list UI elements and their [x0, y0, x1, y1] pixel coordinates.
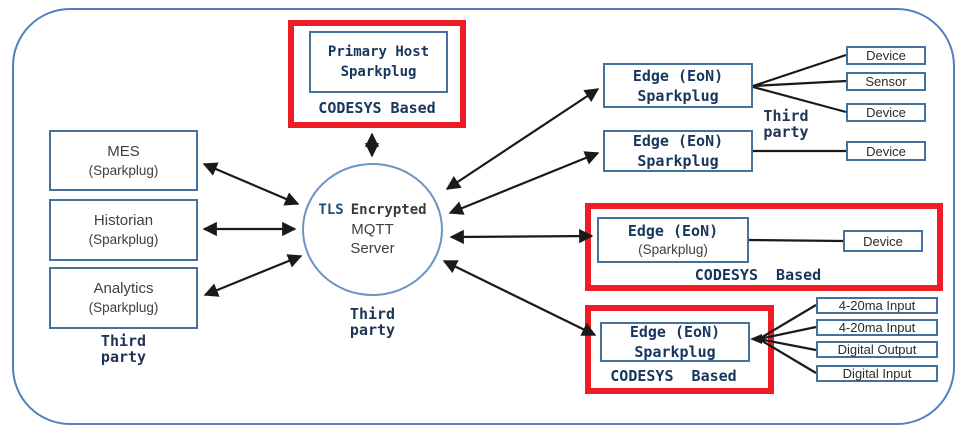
- right-third-party-label: Third party: [758, 108, 814, 140]
- left-third-party-line1: Third: [100, 332, 147, 350]
- node-device-3: Device: [846, 141, 926, 161]
- io3-label: Digital Output: [837, 342, 917, 357]
- server-title-encrypted: Encrypted: [350, 202, 427, 218]
- edge1-title-line2: Sparkplug: [637, 86, 719, 105]
- analytics-title: Analytics: [93, 280, 154, 297]
- node-device-2: Device: [846, 103, 926, 122]
- node-edge-eon-3: Edge (EoN) (Sparkplug): [597, 217, 749, 263]
- node-io-digital-output: Digital Output: [816, 341, 938, 358]
- node-io-420ma-input-1: 4-20ma Input: [816, 297, 938, 314]
- primary-host-title-line2: Sparkplug: [340, 64, 417, 80]
- edge2-title-line2: Sparkplug: [637, 152, 719, 170]
- mes-subtitle: (Sparkplug): [88, 162, 159, 178]
- server-third-party-line2: party: [349, 321, 396, 339]
- server-line-mqtt: MQTT: [351, 221, 394, 238]
- mes-title: MES: [107, 142, 140, 160]
- node-sensor: Sensor: [846, 72, 926, 91]
- device4-label: Device: [863, 233, 903, 249]
- node-primary-host: Primary Host Sparkplug: [309, 31, 448, 93]
- edge3-title-line1: Edge (EoN): [627, 222, 719, 240]
- node-analytics: Analytics (Sparkplug): [49, 267, 198, 329]
- server-title-tls: TLS: [318, 202, 344, 218]
- node-device-4: Device: [843, 230, 923, 252]
- edge3-title-line2: (Sparkplug): [638, 242, 708, 257]
- primary-host-caption: CODESYS Based: [318, 99, 436, 117]
- server-third-party-line1: Third: [349, 305, 396, 323]
- right-third-party-line1: Third: [763, 107, 809, 125]
- sensor-label: Sensor: [865, 74, 907, 89]
- primary-host-title-line1: Primary Host: [327, 44, 430, 60]
- node-edge-eon-2: Edge (EoN) Sparkplug: [603, 130, 753, 172]
- analytics-subtitle: (Sparkplug): [88, 300, 159, 315]
- server-title-line: TLS Encrypted: [318, 201, 426, 220]
- node-mes: MES (Sparkplug): [49, 130, 198, 191]
- left-third-party-line2: party: [100, 348, 147, 366]
- io2-label: 4-20ma Input: [838, 320, 916, 335]
- historian-subtitle: (Sparkplug): [88, 232, 159, 247]
- device1-label: Device: [866, 48, 906, 63]
- server-third-party-label: Third party: [302, 306, 443, 338]
- edge4-title-line2: Sparkplug: [634, 343, 716, 361]
- edge3-caption: CODESYS Based: [694, 266, 822, 284]
- device3-label: Device: [866, 143, 906, 159]
- edge2-title-line1: Edge (EoN): [632, 132, 724, 150]
- io1-label: 4-20ma Input: [838, 298, 916, 313]
- edge1-title-line1: Edge (EoN): [632, 66, 724, 85]
- node-io-digital-input: Digital Input: [816, 365, 938, 382]
- device2-label: Device: [866, 105, 906, 120]
- right-third-party-line2: party: [763, 123, 809, 141]
- server-line-server: Server: [350, 240, 395, 257]
- node-device-1: Device: [846, 46, 926, 65]
- edge4-caption: CODESYS Based: [610, 367, 737, 385]
- node-io-420ma-input-2: 4-20ma Input: [816, 319, 938, 336]
- io4-label: Digital Input: [842, 366, 912, 381]
- historian-title: Historian: [93, 212, 154, 229]
- node-historian: Historian (Sparkplug): [49, 199, 198, 261]
- node-mqtt-server: TLS Encrypted MQTT Server: [302, 163, 443, 296]
- node-edge-eon-1: Edge (EoN) Sparkplug: [603, 63, 753, 108]
- node-edge-eon-4: Edge (EoN) Sparkplug: [600, 322, 750, 362]
- edge4-title-line1: Edge (EoN): [629, 323, 721, 341]
- left-third-party-label: Third party: [49, 333, 198, 365]
